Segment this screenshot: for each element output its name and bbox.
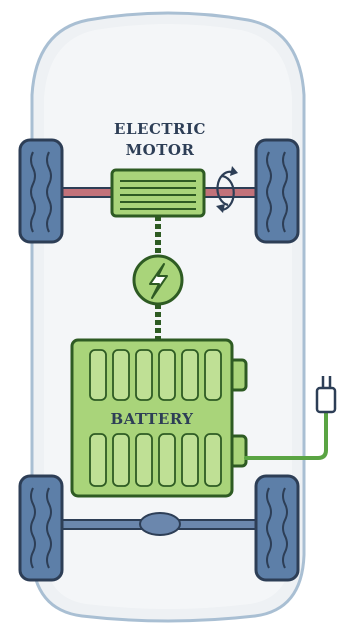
rotation-arrows-icon (216, 166, 238, 213)
charging-plug-icon (315, 376, 337, 414)
motor-label-line2: MOTOR (126, 141, 195, 159)
lightning-bolt-icon (132, 254, 184, 306)
tire-front-left (18, 138, 64, 244)
charging-cable (244, 410, 328, 460)
tire-rear-left (18, 474, 64, 582)
battery-label: BATTERY (111, 410, 194, 428)
tire-front-right (254, 138, 300, 244)
motor-label-line1: ELECTRIC (114, 120, 206, 138)
electric-motor (110, 168, 206, 218)
battery (70, 338, 248, 498)
tire-rear-right (254, 474, 300, 582)
